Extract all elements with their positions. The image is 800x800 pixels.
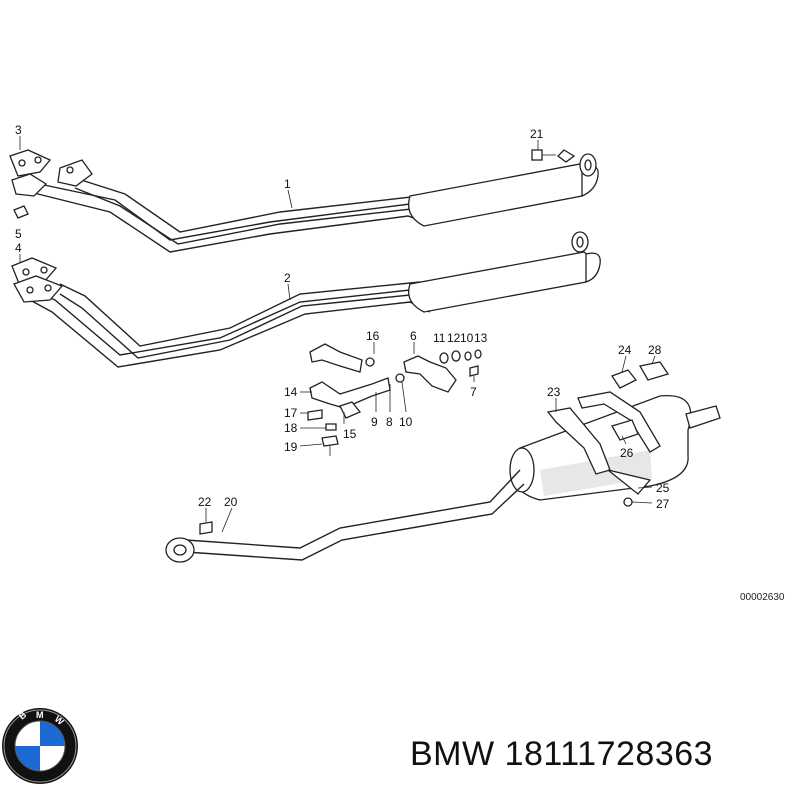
callout-17: 17 bbox=[284, 406, 298, 420]
clamp-6 bbox=[403, 349, 482, 393]
callout-11: 11 bbox=[433, 331, 446, 345]
callout-7: 7 bbox=[470, 385, 477, 399]
callout-16: 16 bbox=[366, 329, 380, 343]
flange-gasket-3 bbox=[9, 149, 93, 197]
bmw-logo: B M W bbox=[2, 708, 78, 784]
callout-23: 23 bbox=[547, 385, 561, 399]
callout-3: 3 bbox=[15, 123, 22, 137]
callout-26: 26 bbox=[620, 446, 634, 460]
callout-15: 15 bbox=[343, 427, 357, 441]
bolt-21 bbox=[531, 149, 576, 163]
callout-21: 21 bbox=[530, 127, 544, 141]
callout-18: 18 bbox=[284, 421, 298, 435]
callout-4: 4 bbox=[15, 241, 22, 255]
front-pipe-1 bbox=[29, 153, 599, 253]
svg-text:B: B bbox=[17, 709, 29, 721]
callout-22: 22 bbox=[198, 495, 212, 509]
callout-14: 14 bbox=[284, 385, 298, 399]
callout-24: 24 bbox=[618, 343, 632, 357]
callout-6: 6 bbox=[410, 329, 417, 343]
svg-text:M: M bbox=[36, 710, 44, 720]
rear-silencer bbox=[509, 361, 721, 507]
rear-pipe-20 bbox=[165, 469, 525, 563]
callout-10-top: 10 bbox=[460, 331, 474, 345]
callout-8: 8 bbox=[386, 415, 393, 429]
callout-5: 5 bbox=[15, 227, 22, 241]
callout-10-bottom: 10 bbox=[399, 415, 413, 429]
callout-2: 2 bbox=[284, 271, 291, 285]
leader-lines bbox=[19, 136, 656, 533]
callout-1: 1 bbox=[284, 177, 291, 191]
nut-5 bbox=[13, 205, 29, 219]
callout-28: 28 bbox=[648, 343, 662, 357]
callout-27: 27 bbox=[656, 497, 670, 511]
callouts: 1 2 3 5 4 21 16 6 11 12 10 13 14 7 17 9 … bbox=[15, 123, 785, 603]
callout-25: 25 bbox=[656, 481, 670, 495]
part-number: 18111728363 bbox=[504, 735, 714, 773]
callout-13: 13 bbox=[474, 331, 488, 345]
callout-19: 19 bbox=[284, 440, 298, 454]
callout-20: 20 bbox=[224, 495, 238, 509]
front-pipe-2 bbox=[29, 231, 601, 368]
callout-12: 12 bbox=[447, 331, 461, 345]
brand-name: BMW bbox=[410, 735, 495, 773]
callout-9: 9 bbox=[371, 415, 378, 429]
flange-gasket-4 bbox=[11, 257, 64, 303]
drawing-id: 00002630 bbox=[740, 592, 785, 603]
bracket-assembly bbox=[307, 343, 405, 456]
